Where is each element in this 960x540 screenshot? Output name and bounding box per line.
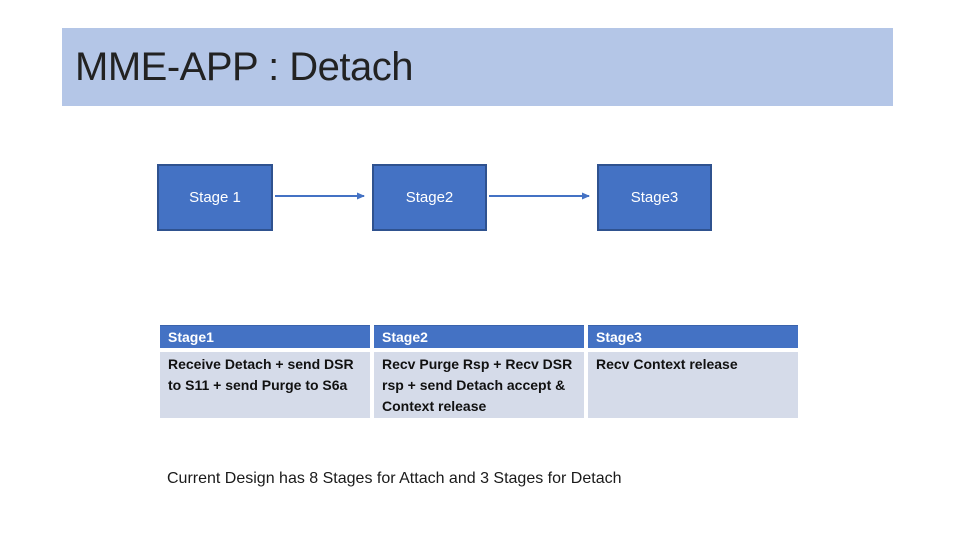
caption-text: Current Design has 8 Stages for Attach a… <box>167 470 622 487</box>
stage-table: Stage1 Stage2 Stage3 Receive Detach + se… <box>160 325 798 418</box>
title-bar: MME-APP : Detach <box>62 28 893 106</box>
stage-box-1: Stage 1 <box>157 164 273 231</box>
table-cell-stage1: Receive Detach + send DSR to S11 + send … <box>160 352 370 418</box>
stage-box-3: Stage3 <box>597 164 712 231</box>
table-cell-stage2: Recv Purge Rsp + Recv DSR rsp + send Det… <box>374 352 584 418</box>
stage-box-3-label: Stage3 <box>630 189 679 206</box>
stage-box-1-label: Stage 1 <box>189 189 241 206</box>
table-header-stage2: Stage2 <box>374 325 584 348</box>
stage-box-2-label: Stage2 <box>405 189 454 206</box>
table-cell-stage3: Recv Context release <box>588 352 798 418</box>
page-title: MME-APP : Detach <box>75 44 414 89</box>
table-header-stage1: Stage1 <box>160 325 370 348</box>
stage-box-2: Stage2 <box>372 164 487 231</box>
table-header-stage3: Stage3 <box>588 325 798 348</box>
